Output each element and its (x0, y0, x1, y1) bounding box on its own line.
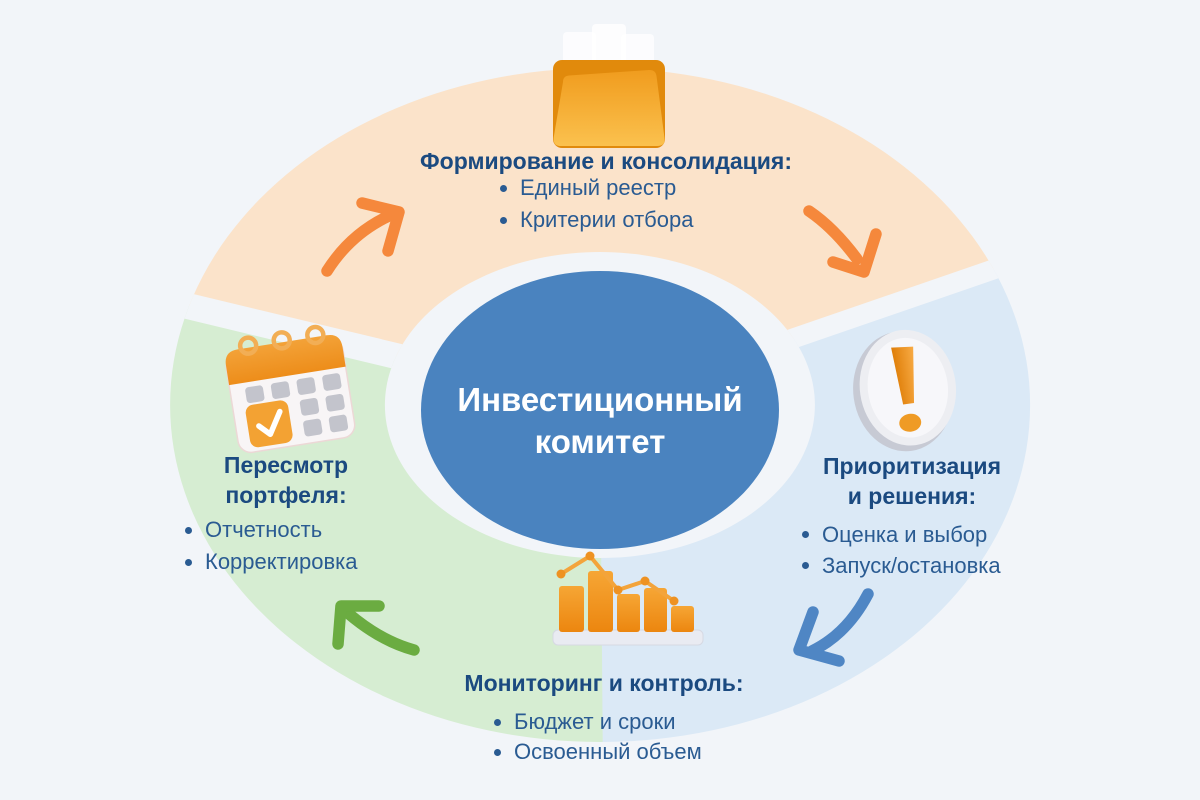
folder-icon (553, 24, 665, 148)
bullet-dot-icon (494, 718, 501, 726)
list-item: Оценка и выбор (802, 519, 1001, 550)
bullet-label: Освоенный объем (514, 739, 702, 764)
stage-bullets-formation: Единый реестр Критерии отбора (500, 172, 693, 236)
bullet-label: Запуск/остановка (822, 552, 1001, 578)
bullet-label: Критерии отбора (520, 207, 694, 232)
segment-review (170, 165, 608, 742)
center-ellipse (421, 271, 779, 549)
arrow-formation-to-prioritization-icon (803, 205, 882, 278)
calendar-icon (225, 324, 356, 454)
bullet-dot-icon (494, 748, 501, 756)
bullet-label: Корректировка (205, 549, 358, 574)
list-item: Бюджет и сроки (494, 707, 702, 737)
bullet-dot-icon (500, 184, 507, 192)
bullet-label: Единый реестр (520, 175, 677, 200)
bullet-label: Бюджет и сроки (514, 709, 676, 734)
stage-bullets-monitoring: Бюджет и сроки Освоенный объем (494, 707, 702, 767)
arrow-review-to-formation-icon (321, 197, 405, 277)
bar-chart-icon (552, 551, 704, 646)
bullet-label: Отчетность (205, 517, 323, 542)
bullet-dot-icon (802, 562, 809, 569)
stage-title-formation: Формирование и консолидация: (420, 148, 792, 174)
stage-bullets-prioritization: Оценка и выбор Запуск/остановка (802, 519, 1001, 581)
list-item: Освоенный объем (494, 737, 702, 767)
bullet-label: Оценка и выбор (822, 521, 988, 547)
arrow-monitoring-to-review-icon (332, 600, 420, 656)
list-item: Отчетность (185, 514, 358, 546)
bullet-dot-icon (185, 558, 192, 566)
list-item: Запуск/остановка (802, 550, 1001, 581)
stage-title-line1: Приоритизация (823, 453, 1001, 479)
stage-title-prioritization: Приоритизация и решения: (823, 451, 1001, 511)
list-item: Единый реестр (500, 172, 693, 204)
list-item: Корректировка (185, 546, 358, 578)
stage-title-line1: Пересмотр (223, 452, 349, 478)
center-title: Инвестиционный комитет (457, 379, 742, 463)
bullet-dot-icon (802, 531, 809, 538)
center-title-line1: Инвестиционный (457, 381, 743, 418)
stage-title-line2: портфеля: (225, 482, 347, 508)
bullet-dot-icon (500, 216, 507, 224)
segment-prioritization (600, 79, 1031, 742)
list-item: Критерии отбора (500, 204, 693, 236)
stage-title-review: Пересмотр портфеля: (224, 450, 348, 510)
stage-bullets-review: Отчетность Корректировка (185, 514, 358, 578)
bullet-dot-icon (185, 526, 192, 534)
arrow-prioritization-to-monitoring-icon (793, 588, 874, 667)
center-title-line2: комитет (534, 423, 666, 460)
stage-title-monitoring: Мониторинг и контроль: (464, 670, 744, 696)
exclamation-icon (853, 329, 957, 452)
stage-title-line2: и решения: (847, 483, 977, 509)
